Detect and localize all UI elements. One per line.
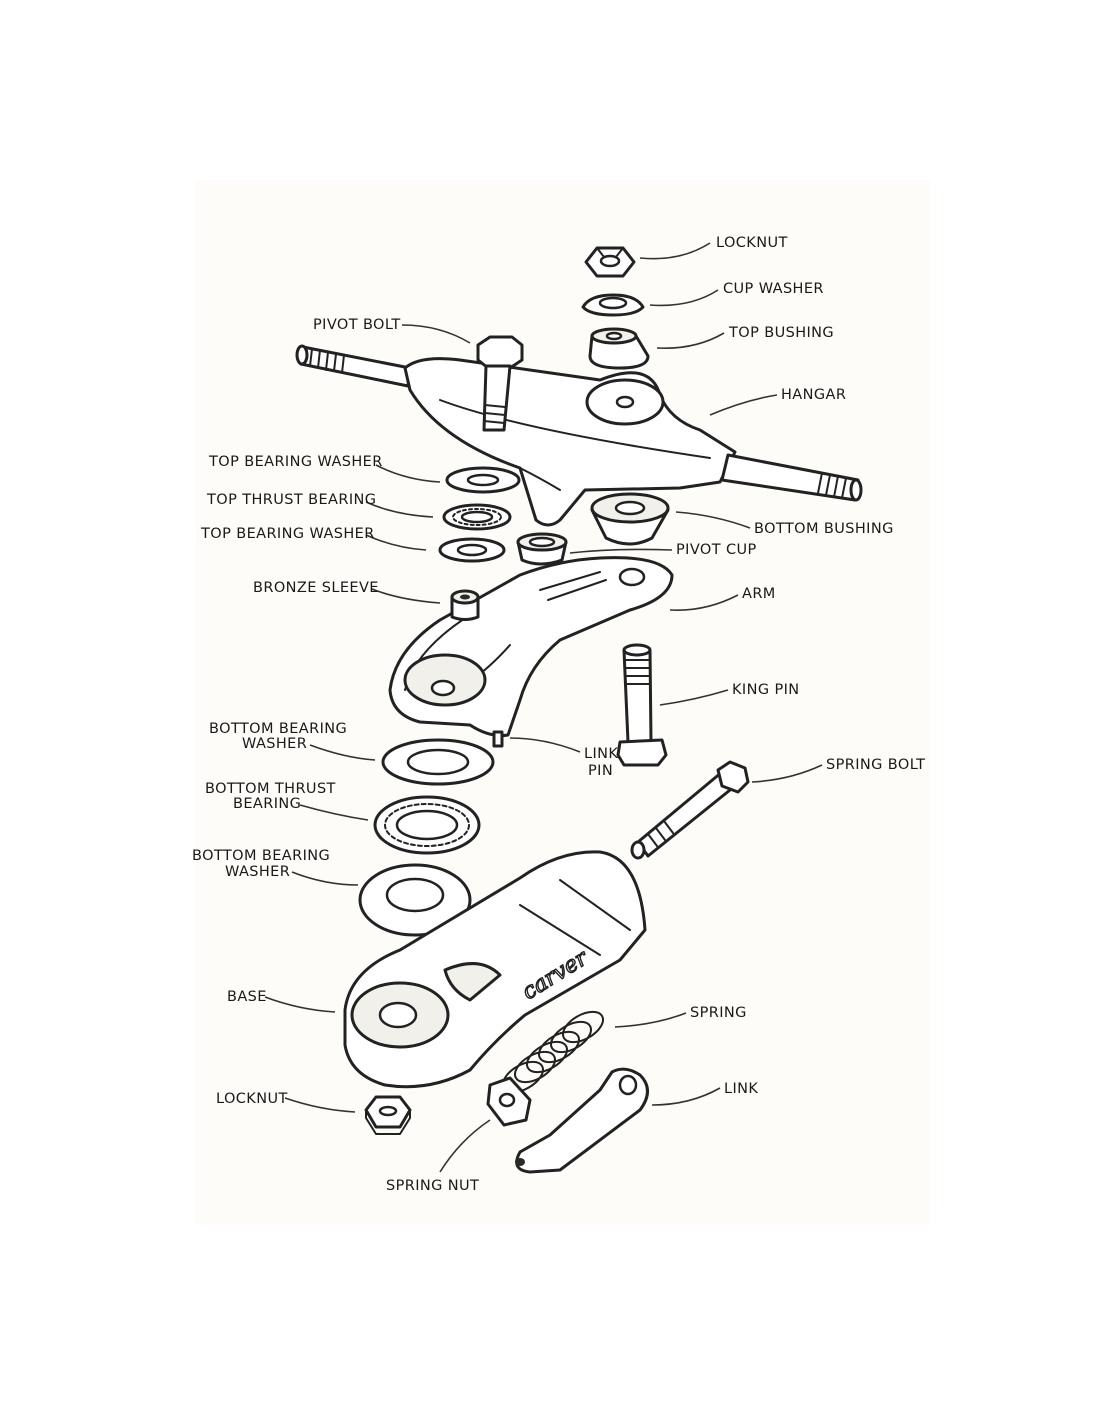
label-link-pin-line1: LINK <box>584 746 618 762</box>
labels: LOCKNUT CUP WASHER TOP BUSHING PIVOT BOL… <box>192 235 925 1194</box>
arm-part <box>388 556 674 748</box>
top-bearing-washer-2-part <box>438 537 506 563</box>
label-bottom-thrust-bearing-line1: BOTTOM THRUST <box>205 781 336 797</box>
label-spring: SPRING <box>690 1005 747 1021</box>
label-link: LINK <box>724 1081 758 1097</box>
base-part: carver <box>343 850 647 1089</box>
label-bottom-bearing-washer-1-line1: BOTTOM BEARING <box>209 721 347 737</box>
bottom-bearing-washer-1-part <box>381 738 495 786</box>
label-bottom-bearing-washer-1-line2: WASHER <box>242 736 307 752</box>
label-bottom-bushing: BOTTOM BUSHING <box>754 521 894 537</box>
spring-nut-part <box>486 1076 532 1127</box>
label-bronze-sleeve: BRONZE SLEEVE <box>253 580 379 596</box>
label-spring-bolt: SPRING BOLT <box>826 757 925 773</box>
bottom-bearing-washer-2-part <box>358 863 472 937</box>
label-king-pin: KING PIN <box>732 682 800 698</box>
label-link-pin-line2: PIN <box>588 763 613 779</box>
label-arm: ARM <box>742 586 776 602</box>
label-bottom-thrust-bearing-line2: BEARING <box>233 796 301 812</box>
label-bottom-bearing-washer-2-line1: BOTTOM BEARING <box>192 848 330 864</box>
king-pin-part <box>616 643 668 767</box>
label-cup-washer: CUP WASHER <box>723 281 824 297</box>
label-top-thrust-bearing: TOP THRUST BEARING <box>206 492 376 508</box>
spring-part <box>502 1010 604 1094</box>
label-bottom-bearing-washer-2-line2: WASHER <box>225 864 290 880</box>
link-part <box>515 1067 649 1174</box>
label-top-bushing: TOP BUSHING <box>728 325 834 341</box>
label-spring-nut: SPRING NUT <box>386 1178 479 1194</box>
top-bushing-part <box>588 327 650 370</box>
locknut-bottom-part <box>364 1095 412 1135</box>
label-hangar: HANGAR <box>781 387 846 403</box>
label-locknut-top: LOCKNUT <box>716 235 788 251</box>
top-thrust-bearing-part <box>442 503 512 531</box>
top-bearing-washer-1-part <box>445 466 521 494</box>
label-top-bearing-washer-2: TOP BEARING WASHER <box>200 526 375 542</box>
label-pivot-cup: PIVOT CUP <box>676 542 757 558</box>
pivot-bolt-part <box>476 335 524 432</box>
cup-washer-part <box>581 293 645 317</box>
label-locknut-bottom: LOCKNUT <box>216 1091 288 1107</box>
bottom-thrust-bearing-part <box>373 795 481 855</box>
bottom-bushing-part <box>590 492 670 546</box>
label-top-bearing-washer-1: TOP BEARING WASHER <box>208 454 383 470</box>
leader-lines <box>264 242 823 1173</box>
spring-bolt-part <box>630 760 750 860</box>
label-base: BASE <box>227 989 267 1005</box>
pivot-cup-part <box>516 532 568 566</box>
label-pivot-bolt: PIVOT BOLT <box>313 317 401 333</box>
locknut-top-part <box>584 246 636 278</box>
